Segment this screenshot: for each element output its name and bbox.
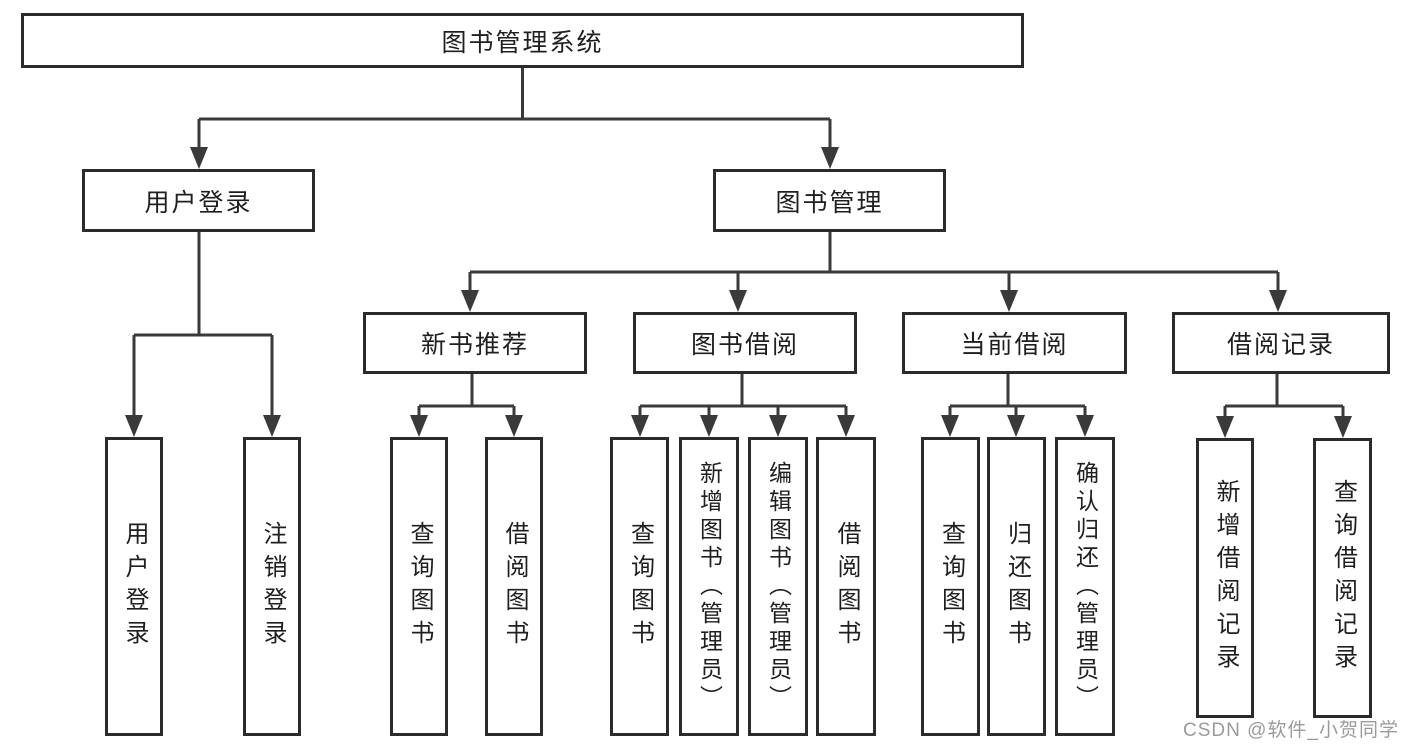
leaf-add-books-admin: 新增图书（管理员） [679, 437, 739, 736]
leaf-add-borrow-record: 新增借阅记录 [1196, 438, 1254, 718]
node-new-book-recommend: 新书推荐 [363, 312, 587, 374]
leaf-query-borrow-record: 查询借阅记录 [1313, 438, 1372, 718]
node-current-borrowing: 当前借阅 [902, 312, 1127, 374]
leaf-query-books-borrowing: 查询图书 [610, 437, 669, 736]
leaf-confirm-return-admin: 确认归还（管理员） [1055, 437, 1115, 736]
node-book-management-branch: 图书管理 [713, 169, 946, 232]
leaf-logout: 注销登录 [243, 437, 301, 736]
leaf-return-books: 归还图书 [987, 437, 1046, 736]
leaf-borrow-books: 借阅图书 [816, 437, 876, 736]
node-book-borrowing: 图书借阅 [633, 312, 857, 374]
node-library-management-system: 图书管理系统 [21, 13, 1024, 68]
node-borrowing-records: 借阅记录 [1172, 312, 1390, 374]
leaf-user-login: 用户登录 [105, 437, 163, 736]
node-user-login-branch: 用户登录 [82, 169, 315, 232]
leaf-borrow-books-recommend: 借阅图书 [485, 437, 543, 736]
csdn-watermark: CSDN @软件_小贺同学 [1183, 720, 1399, 741]
leaf-edit-books-admin: 编辑图书（管理员） [748, 437, 808, 736]
leaf-query-books-current: 查询图书 [921, 437, 980, 736]
leaf-query-books-recommend: 查询图书 [390, 437, 448, 736]
